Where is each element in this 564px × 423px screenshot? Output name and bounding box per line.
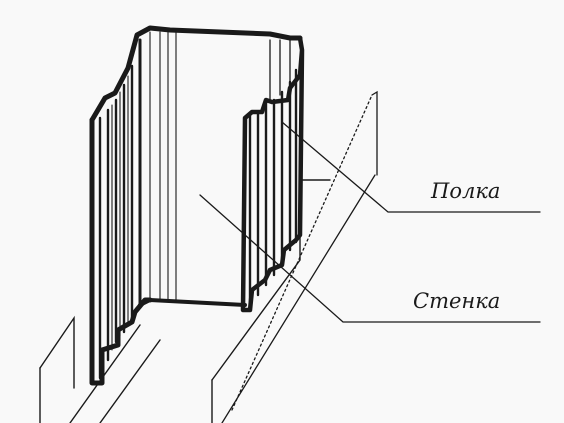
rail-right-edge bbox=[211, 179, 331, 381]
web-bottom-edge bbox=[138, 298, 247, 307]
c-profile-stud bbox=[89, 25, 305, 386]
rail-outer-left-edge bbox=[39, 315, 75, 389]
flange-label: Полка bbox=[431, 179, 501, 203]
web-label: Стенка bbox=[413, 289, 501, 313]
web-lines bbox=[149, 31, 177, 301]
web-leader bbox=[199, 194, 541, 323]
flange-leader bbox=[281, 121, 541, 213]
rail-inner-left-edge bbox=[69, 324, 141, 423]
rail-inner-channel bbox=[99, 339, 161, 423]
right-flange-top-ribs bbox=[269, 39, 291, 101]
leader-lines bbox=[199, 121, 541, 323]
left-flange-fine-ribs bbox=[111, 75, 129, 351]
plate-left-edge bbox=[221, 174, 376, 423]
right-flange-ribs bbox=[248, 68, 298, 307]
left-flange-top bbox=[89, 25, 303, 123]
plate-top-edge bbox=[371, 90, 378, 176]
left-flange-ribs bbox=[98, 64, 134, 380]
sheathing-plate bbox=[221, 90, 378, 423]
plate-dotted-edge bbox=[231, 94, 373, 411]
